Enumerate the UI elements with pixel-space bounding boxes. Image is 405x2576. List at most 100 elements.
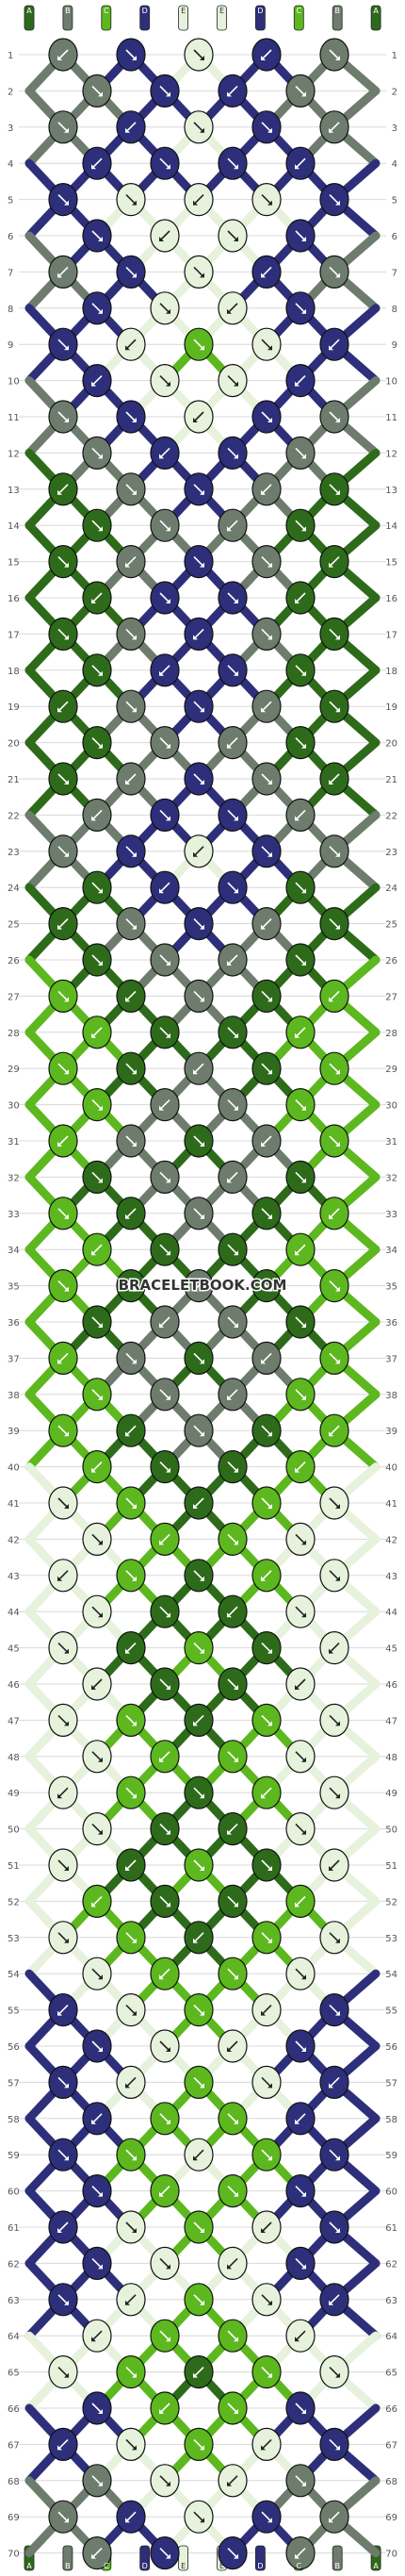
knot-arrowhead xyxy=(335,2010,340,2016)
knot-arrowhead xyxy=(234,1032,238,1038)
knot-arrowhead xyxy=(200,345,204,351)
knot-arrow xyxy=(57,484,69,495)
knot-arrowhead xyxy=(335,489,340,495)
knot-arrowhead xyxy=(267,1286,272,1292)
knot-arrow xyxy=(57,2438,69,2450)
knot-arrowhead xyxy=(335,1793,340,1799)
row-number-left: 21 xyxy=(8,775,20,785)
knot-arrow xyxy=(261,2511,272,2522)
knot-arrow xyxy=(125,990,137,1001)
knot-arrow xyxy=(329,1643,340,1654)
row-number-left: 45 xyxy=(8,1644,20,1655)
knot-arrowhead xyxy=(267,997,272,1002)
string-top-B xyxy=(332,5,343,31)
knot-arrow xyxy=(227,2403,238,2414)
knot-arrow xyxy=(329,846,340,857)
knot-arrow xyxy=(261,918,272,930)
row-number-left: 62 xyxy=(8,2259,20,2270)
row-number-right: 29 xyxy=(385,1065,397,1075)
knot-arrow xyxy=(329,2367,340,2378)
row-number-right: 26 xyxy=(385,956,397,966)
row-number-right: 16 xyxy=(385,594,397,604)
knot-arrow xyxy=(261,773,272,784)
knot-arrowhead xyxy=(200,1648,204,1654)
row-number-right: 31 xyxy=(385,1137,397,1148)
knot-arrowhead xyxy=(125,562,130,568)
knot-arrowhead xyxy=(193,200,198,206)
knot-arrow xyxy=(193,2076,204,2088)
knot-arrowhead xyxy=(98,1612,103,1618)
knot-arrowhead xyxy=(301,526,306,532)
knot-arrowhead xyxy=(64,1286,69,1292)
knot-arrow xyxy=(125,2076,137,2088)
knot-arrowhead xyxy=(91,816,96,821)
knot-arrow xyxy=(227,85,238,96)
knot-arrowhead xyxy=(98,1974,103,1980)
row-number-left: 51 xyxy=(8,1861,20,1872)
knot-arrowhead xyxy=(159,670,164,676)
knot-arrowhead xyxy=(335,924,340,930)
knot-arrow xyxy=(329,1352,340,1363)
knot-arrowhead xyxy=(125,2083,130,2089)
row-number-left: 41 xyxy=(8,1499,20,1510)
row-number-left: 70 xyxy=(8,2550,20,2560)
row-number-right: 23 xyxy=(385,848,397,858)
row-number-right: 27 xyxy=(385,992,397,1002)
knot-arrowhead xyxy=(64,1214,69,1219)
knot-arrow xyxy=(227,1099,238,1111)
knot-arrowhead xyxy=(234,816,238,821)
row-number-right: 60 xyxy=(385,2188,397,2198)
knot-arrowhead xyxy=(132,2228,137,2233)
knot-arrow xyxy=(329,122,340,133)
knot-arrowhead xyxy=(234,381,238,387)
knot-arrowhead xyxy=(132,272,137,278)
knot-arrowhead xyxy=(200,1214,204,1219)
watermark: BRACELETBOOK.COM xyxy=(119,1277,287,1294)
knot-arrowhead xyxy=(166,1612,170,1618)
knot-arrowhead xyxy=(166,2553,170,2559)
knot-arrowhead xyxy=(98,2047,103,2052)
knot-arrowhead xyxy=(335,1286,340,1292)
knot-arrowhead xyxy=(166,1395,170,1400)
knot-arrowhead xyxy=(329,345,333,351)
knot-arrowhead xyxy=(98,2409,103,2414)
knot-arrowhead xyxy=(64,1504,69,1509)
knot-arrowhead xyxy=(261,1142,266,1147)
knot-arrow xyxy=(125,628,137,639)
knot-arrow xyxy=(159,375,170,387)
knot-arrowhead xyxy=(261,1793,266,1799)
knot-arrow xyxy=(295,592,306,603)
row-number-left: 50 xyxy=(8,1825,20,1836)
row-number-right: 49 xyxy=(385,1789,397,1799)
row-number-right: 17 xyxy=(385,630,397,640)
knot-arrow xyxy=(227,1027,238,1038)
knot-arrowhead xyxy=(193,2155,198,2161)
knot-arrow xyxy=(91,2548,103,2559)
knot-arrowhead xyxy=(98,308,103,314)
knot-arrowhead xyxy=(234,1467,238,1473)
knot-arrowhead xyxy=(301,2481,306,2486)
knot-arrowhead xyxy=(166,1032,170,1038)
knot-arrowhead xyxy=(98,2481,103,2486)
knot-arrowhead xyxy=(295,1250,300,1256)
row-number-right: 64 xyxy=(385,2332,397,2342)
knot-arrow xyxy=(159,230,170,241)
knot-arrowhead xyxy=(57,2010,62,2016)
knot-arrowhead xyxy=(335,707,340,713)
row-number-left: 23 xyxy=(8,848,20,858)
knot-arrowhead xyxy=(57,272,62,278)
knot-arrow xyxy=(227,2475,238,2486)
knot-arrow xyxy=(193,628,204,639)
row-number-left: 10 xyxy=(8,377,20,388)
row-number-left: 1 xyxy=(8,51,13,61)
string-letter-top: A xyxy=(26,7,32,15)
knot-arrow xyxy=(329,339,340,350)
row-number-left: 35 xyxy=(8,1282,20,1293)
knot-arrow xyxy=(159,1389,170,1400)
row-number-right: 59 xyxy=(385,2151,397,2161)
knot-arrowhead xyxy=(132,635,137,640)
knot-arrowhead xyxy=(132,2445,137,2451)
knot-arrow xyxy=(125,1932,137,1943)
knot-arrowhead xyxy=(295,599,300,603)
